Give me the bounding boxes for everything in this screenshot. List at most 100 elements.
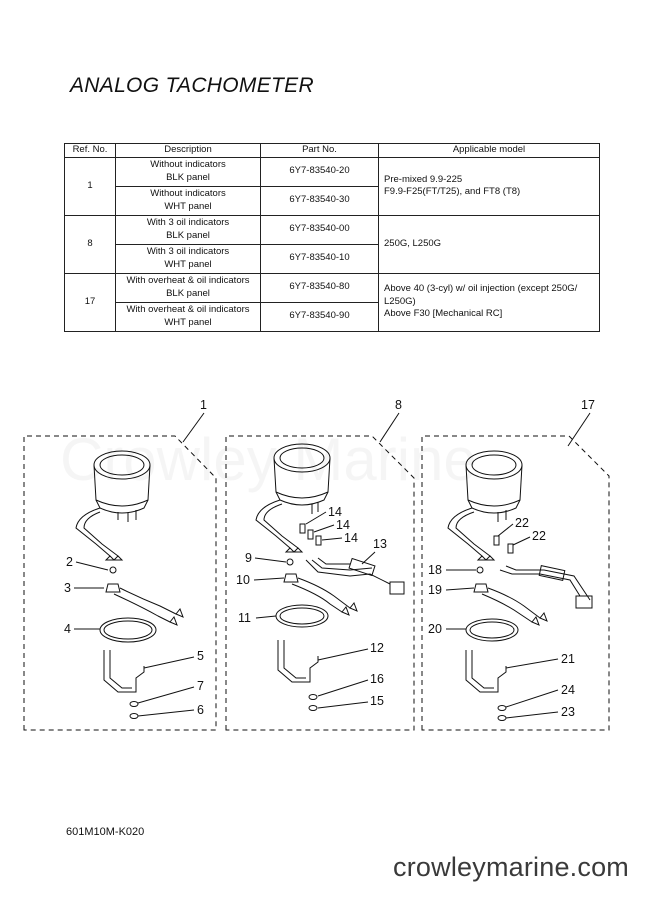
nut: [497, 715, 507, 721]
table-row: With 3 oil indicators WHT panel 6Y7-8354…: [65, 243, 600, 274]
callout-16: 16: [370, 672, 384, 686]
description-line: Without indicators: [150, 159, 226, 170]
washer: [497, 705, 507, 711]
ref-no-cell: 1: [64, 156, 116, 216]
model-line: F9.9-F25(FT/T25), and FT8 (T8): [384, 186, 521, 197]
part-no-cell: 6Y7-83540-90: [260, 301, 379, 332]
watermark-text: Crowley Marine: [60, 426, 477, 493]
header-ref-no: Ref. No.: [64, 143, 116, 158]
socket-wire: [113, 593, 171, 623]
callout-22: 22: [532, 529, 546, 543]
table-row: 1 Without indicators BLK panel 6Y7-83540…: [64, 156, 600, 216]
model-line: 250G, L250G: [384, 237, 442, 249]
description-line: With 3 oil indicators: [146, 217, 230, 228]
model-line: Above 40 (3-cyl) w/ oil injection (excep…: [384, 283, 578, 295]
socket-wire: [119, 587, 177, 615]
callout-9: 9: [245, 551, 252, 565]
callout-23: 23: [561, 705, 575, 719]
kit-label-1: 1: [200, 398, 207, 412]
kit-1-boundary: [23, 435, 217, 731]
socket-wire: [297, 577, 351, 609]
table-row: 8 With 3 oil indicators BLK panel 6Y7-83…: [64, 214, 600, 274]
description-line: WHT panel: [164, 316, 212, 328]
ref-no-cell: 17: [64, 272, 116, 332]
callout-2: 2: [66, 555, 73, 569]
tachometer-gauge: [273, 443, 331, 514]
callout-14: 14: [344, 531, 358, 545]
connector: [575, 595, 593, 609]
bulb: [286, 558, 294, 566]
callout-22: 22: [515, 516, 529, 530]
header-part-no: Part No.: [260, 143, 379, 158]
description-cell: Without indicators BLK panel: [115, 156, 261, 187]
kit-label-8: 8: [395, 398, 402, 412]
kit-8-group: 8 14 14 14: [225, 398, 415, 731]
kit-1-group: 1 2 3 4: [23, 398, 217, 731]
callout-20: 20: [428, 622, 442, 636]
description-cell: Without indicators WHT panel: [115, 185, 261, 216]
model-line: Pre-mixed 9.9-225: [384, 173, 463, 185]
callout-5: 5: [197, 649, 204, 663]
callout-14: 14: [336, 518, 350, 532]
page-title: ANALOG TACHOMETER: [70, 74, 314, 97]
indicator-lamp: [299, 523, 306, 534]
description-cell: With 3 oil indicators BLK panel: [115, 214, 261, 245]
table-row: With overheat & oil indicators WHT panel…: [65, 301, 600, 332]
wire-harness: [75, 507, 111, 557]
part-no-cell: 6Y7-83540-30: [260, 185, 379, 216]
washer: [308, 694, 318, 700]
description-cell: With 3 oil indicators WHT panel: [115, 243, 261, 274]
callout-19: 19: [428, 583, 442, 597]
table-row: 17 With overheat & oil indicators BLK pa…: [64, 272, 600, 332]
description-line: With 3 oil indicators: [146, 246, 230, 257]
description-line: BLK panel: [166, 229, 210, 241]
indicator-lamp: [315, 535, 322, 546]
callout-21: 21: [561, 652, 575, 666]
callout-24: 24: [561, 683, 575, 697]
kit-17-group: 17 22 22 18: [421, 398, 610, 731]
header-applicable-model: Applicable model: [378, 143, 600, 158]
wire-sleeve: [538, 565, 566, 581]
tachometer-gauge: [93, 450, 151, 522]
bulb: [109, 566, 117, 574]
socket-wire: [487, 587, 541, 619]
callout-13: 13: [373, 537, 387, 551]
header-description: Description: [115, 143, 261, 158]
callout-6: 6: [197, 703, 204, 717]
applicable-model-cell: Pre-mixed 9.9-225 F9.9-F25(FT/T25), and …: [378, 156, 600, 216]
description-line: BLK panel: [166, 287, 210, 299]
kit-17-boundary: [421, 435, 610, 731]
bulb-socket: [283, 573, 299, 583]
description-line: Without indicators: [150, 188, 226, 199]
wire-harness: [263, 503, 299, 549]
applicable-model-cell: Above 40 (3-cyl) w/ oil injection (excep…: [378, 272, 600, 332]
bulb: [476, 566, 484, 574]
bulb-socket: [473, 583, 489, 593]
exploded-parts-diagram: Crowley Marine 1: [23, 398, 610, 731]
tachometer-gauge: [465, 450, 523, 522]
wire-harness: [83, 511, 119, 557]
callout-7: 7: [197, 679, 204, 693]
kit-leader-line: [182, 412, 205, 443]
indicator-lamp: [307, 529, 314, 540]
callout-10: 10: [236, 573, 250, 587]
part-no-cell: 6Y7-83540-10: [260, 243, 379, 274]
model-line: L250G): [384, 295, 416, 307]
bulb-socket: [105, 583, 121, 593]
wire-harness: [447, 507, 483, 557]
ref-no-cell: 8: [64, 214, 116, 274]
wire-terminal: [104, 555, 124, 561]
callout-18: 18: [428, 563, 442, 577]
brand-footer: crowleymarine.com: [393, 852, 629, 882]
callout-12: 12: [370, 641, 384, 655]
description-cell: With overheat & oil indicators BLK panel: [115, 272, 261, 303]
oil-indicator-wire: [305, 559, 391, 585]
table-row: Without indicators WHT panel 6Y7-83540-3…: [65, 185, 600, 216]
description-line: With overheat & oil indicators: [126, 304, 250, 315]
callout-4: 4: [64, 622, 71, 636]
callout-3: 3: [64, 581, 71, 595]
kit-leader-line: [379, 412, 400, 443]
applicable-model-cell: 250G, L250G: [378, 214, 600, 274]
wire-terminal: [169, 608, 184, 626]
model-line: Above F30 [Mechanical RC]: [384, 308, 503, 320]
